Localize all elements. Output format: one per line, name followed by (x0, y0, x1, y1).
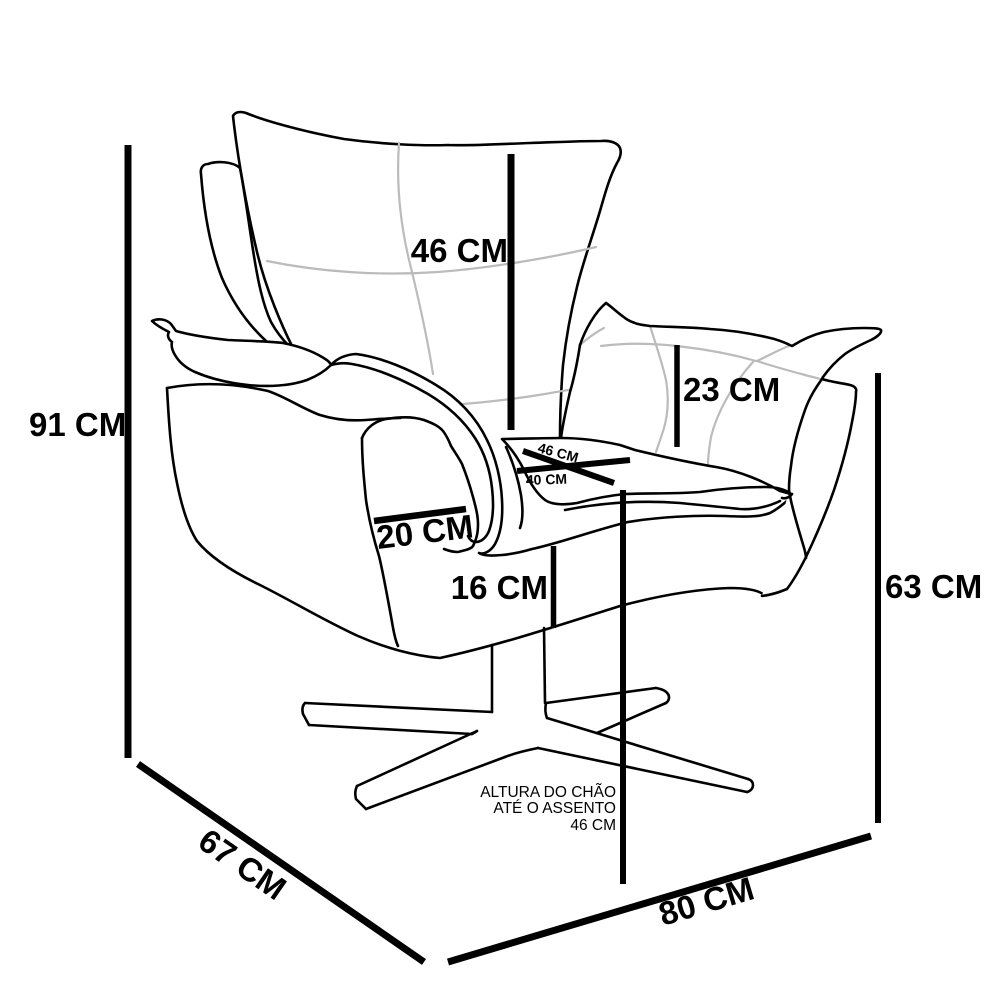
label-base-height: 16 CM (451, 569, 548, 606)
floor-note-line3: 46 CM (570, 817, 616, 834)
leg-left-upper (303, 701, 494, 714)
label-pillow-height: 23 CM (683, 371, 780, 408)
back-cushion (231, 110, 623, 440)
right-pillow-top-outline (578, 301, 883, 381)
label-total-height: 91 CM (29, 406, 126, 443)
back-cushion-outline (231, 110, 623, 440)
seat-cushion-outline (500, 436, 793, 506)
right-arm-fill (762, 379, 856, 596)
right-pillow-seam-c (755, 359, 822, 381)
right-arm-outer-edge (760, 377, 858, 598)
shell-body (165, 382, 770, 660)
right-pillow-seam-b2 (706, 360, 755, 466)
dim-line-seat-depth-diagonal (516, 457, 631, 474)
arm-roll-inner-line (329, 361, 495, 544)
label-side-height: 63 CM (885, 568, 982, 605)
label-width: 80 CM (654, 869, 758, 932)
floor-note-line1: ALTURA DO CHÃO (480, 784, 616, 801)
right-arm-panel (760, 377, 858, 598)
shell-left-bottom-outline (165, 386, 765, 660)
dim-line-width (447, 832, 872, 966)
back-seam-vertical (396, 141, 435, 376)
shell-fill (167, 384, 770, 658)
leg-left-tip (301, 701, 311, 727)
seat-front-fold-line (504, 445, 524, 530)
hub-bottom-curve (503, 746, 540, 759)
leg-right-front-tip (745, 777, 755, 794)
dimension-lines (124, 145, 881, 966)
left-wing-outline (199, 160, 291, 348)
hub-notch-right (544, 701, 549, 720)
swivel-base (301, 626, 755, 811)
dim-line-depth (136, 761, 426, 965)
seat-tip-curl (780, 492, 794, 500)
left-wing-panel (199, 160, 291, 348)
right-pillow-left-edge (559, 343, 582, 440)
left-pillow-shape (150, 318, 333, 388)
arm-roll-band (329, 352, 789, 557)
arm-front-panel-left-edge (360, 436, 400, 648)
floor-note: ALTURA DO CHÃO ATÉ O ASSENTO 46 CM (480, 784, 616, 834)
leg-front-upper (355, 729, 479, 788)
arm-roll-outer-line (329, 352, 789, 557)
leg-right-back-lower (595, 701, 668, 735)
right-arm-inner-edge (787, 377, 824, 560)
right-arm-pillow (559, 301, 883, 490)
armchair-drawing (150, 110, 883, 811)
seat-under-line (563, 499, 782, 512)
right-pillow-seams (578, 324, 822, 466)
seat-cushion (500, 436, 794, 530)
leg-right-front-lower (536, 746, 749, 794)
label-backrest-height: 46 CM (411, 232, 508, 269)
left-arm-pillow (150, 318, 333, 388)
leg-right-back-upper (544, 686, 658, 705)
leg-right-back-tip (654, 686, 671, 705)
leg-front-tip (354, 784, 368, 811)
right-pillow-fill (561, 303, 882, 490)
leg-left-lower (307, 723, 474, 736)
leg-right-front-upper (545, 716, 750, 781)
right-pillow-seam-e (578, 326, 606, 347)
leg-front-lower (364, 755, 507, 811)
right-pillow-seam-d (755, 344, 791, 363)
label-seat-depth-diagonal: 40 CM (526, 471, 568, 488)
left-wing-fill (200, 162, 289, 346)
right-pillow-seam-b (648, 324, 669, 454)
dim-line-arm-front-width (373, 505, 467, 525)
floor-note-line2: ATÉ O ASSENTO (493, 800, 616, 817)
column-right-edge (542, 626, 547, 705)
back-seam-horizontal-upper (265, 245, 598, 275)
arm-front-panel-outline (360, 415, 480, 554)
shell-top-edge (165, 382, 402, 422)
right-pillow-seam-a (599, 342, 758, 363)
